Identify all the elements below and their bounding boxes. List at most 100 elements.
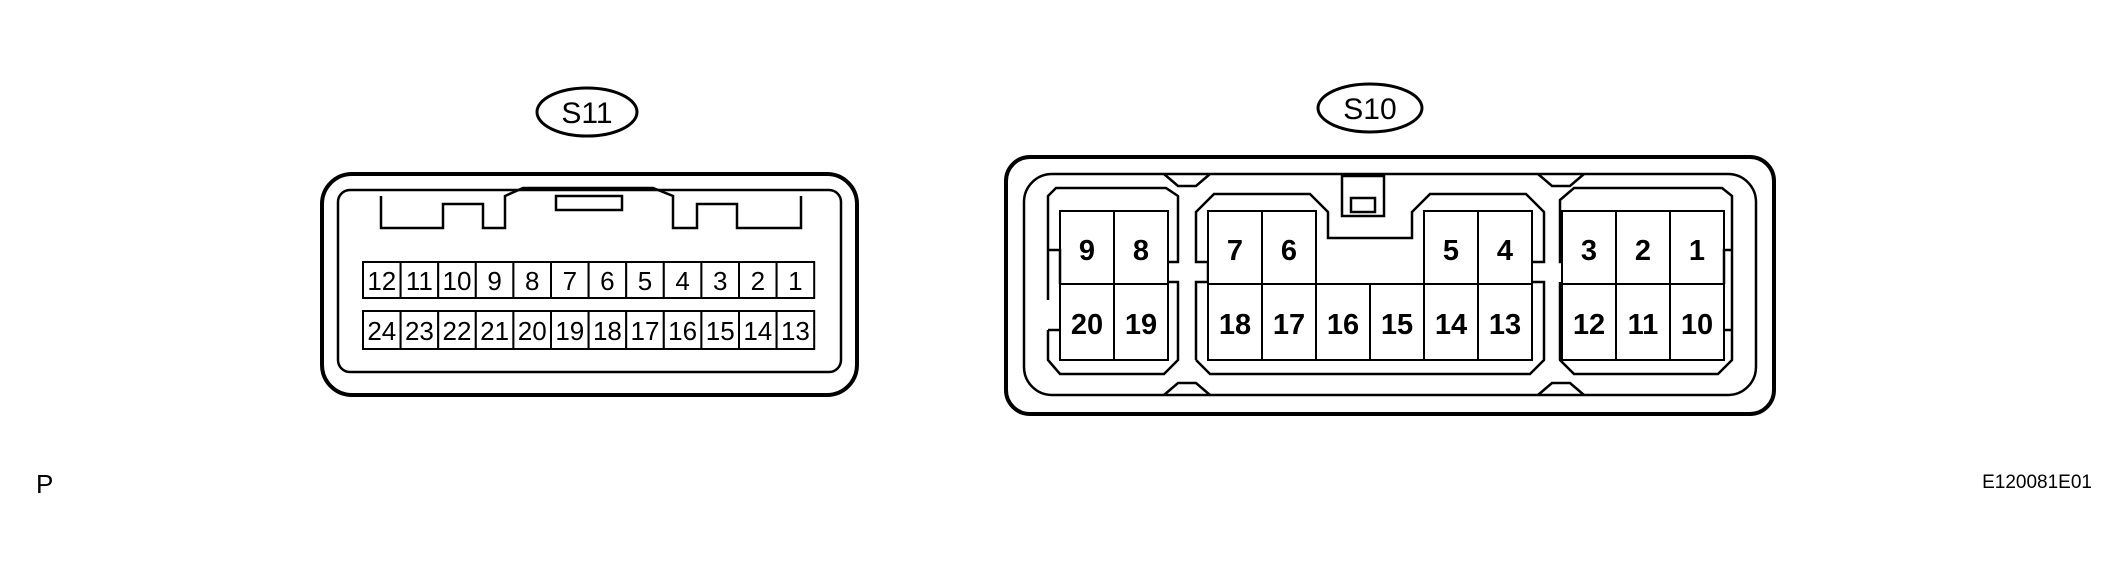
svg-text:20: 20 [1071, 309, 1103, 341]
pin-s11-21: 21 [474, 310, 515, 350]
svg-text:12: 12 [367, 266, 396, 296]
pin-s10-10: 10 [1669, 283, 1725, 361]
svg-text:5: 5 [638, 266, 652, 296]
svg-text:18: 18 [593, 316, 622, 346]
svg-text:15: 15 [706, 316, 735, 346]
svg-text:23: 23 [405, 316, 434, 346]
pin-s10-8: 8 [1113, 210, 1169, 285]
svg-text:8: 8 [525, 266, 539, 296]
svg-text:1: 1 [788, 266, 802, 296]
svg-text:15: 15 [1381, 309, 1413, 341]
svg-text:13: 13 [1489, 309, 1521, 341]
pin-s10-18: 18 [1207, 283, 1263, 361]
s10-housing-outer [1004, 155, 1776, 416]
s11-key-profile [379, 186, 803, 230]
svg-text:14: 14 [743, 316, 772, 346]
pin-s10-17: 17 [1261, 283, 1317, 361]
pin-s11-22: 22 [437, 310, 477, 350]
svg-text:11: 11 [406, 266, 433, 296]
pin-s11-4: 4 [662, 261, 703, 299]
pin-s10-9: 9 [1059, 210, 1115, 285]
svg-text:11: 11 [1628, 309, 1659, 341]
s11-label-ellipse [535, 86, 639, 138]
svg-text:16: 16 [1327, 309, 1359, 341]
pin-s10-2: 2 [1615, 210, 1671, 285]
pin-s11-23: 23 [399, 310, 440, 350]
pin-s10-12: 12 [1561, 283, 1617, 361]
figure-id: E120081E01 [1982, 472, 2092, 493]
pin-s11-6: 6 [587, 261, 628, 299]
pin-s10-20: 20 [1059, 283, 1115, 361]
svg-text:14: 14 [1435, 309, 1467, 341]
pin-s10-16: 16 [1315, 283, 1371, 361]
pin-s11-20: 20 [512, 310, 553, 350]
pin-s11-3: 3 [700, 261, 741, 299]
svg-text:6: 6 [600, 266, 614, 296]
svg-text:24: 24 [367, 316, 396, 346]
s11-housing-outer [320, 172, 859, 397]
s10-key [1340, 174, 1386, 218]
svg-text:22: 22 [443, 316, 472, 346]
pin-s11-2: 2 [738, 261, 778, 299]
svg-text:4: 4 [1497, 235, 1513, 267]
svg-text:8: 8 [1133, 235, 1149, 267]
svg-text:9: 9 [1079, 235, 1095, 267]
svg-text:1: 1 [1689, 235, 1705, 267]
s10-label-ellipse [1316, 82, 1424, 134]
svg-text:3: 3 [1581, 235, 1597, 267]
pin-s11-7: 7 [550, 261, 590, 299]
pin-s11-14: 14 [738, 310, 778, 350]
pin-s11-17: 17 [625, 310, 665, 350]
pin-s10-19: 19 [1113, 283, 1169, 361]
pin-s10-7: 7 [1207, 210, 1263, 285]
s11-latch [554, 194, 624, 212]
s10-top-row: 9 8 7 6 5 4 3 2 1 [1059, 210, 1725, 285]
pin-s11-24: 24 [362, 310, 402, 350]
svg-text:2: 2 [1635, 235, 1651, 267]
pin-s10-1: 1 [1669, 210, 1725, 285]
svg-text:20: 20 [518, 316, 547, 346]
pin-s10-5: 5 [1423, 210, 1479, 285]
pin-s11-5: 5 [625, 261, 665, 299]
svg-text:6: 6 [1281, 235, 1297, 267]
svg-text:3: 3 [713, 266, 727, 296]
s10-bottom-row: 20 19 18 17 16 15 14 13 12 11 10 [1059, 283, 1725, 361]
s11-top-row: 12 11 10 9 8 7 6 5 4 3 2 1 [362, 261, 816, 299]
connector-s11: S11 12 11 10 9 8 7 6 5 4 3 2 1 24 23 22 … [320, 86, 859, 397]
svg-text:9: 9 [487, 266, 501, 296]
pin-s10-11: 11 [1615, 283, 1671, 361]
svg-text:16: 16 [668, 316, 697, 346]
s10-side-tabs [1048, 248, 1732, 332]
s10-label: S10 [1343, 93, 1396, 126]
pin-s11-1: 1 [775, 261, 816, 299]
svg-text:18: 18 [1219, 309, 1251, 341]
svg-text:7: 7 [563, 266, 577, 296]
svg-text:4: 4 [675, 266, 689, 296]
svg-text:17: 17 [631, 316, 660, 346]
corner-letter: P [36, 469, 53, 499]
svg-text:7: 7 [1227, 235, 1243, 267]
pin-s11-19: 19 [550, 310, 590, 350]
pin-s11-11: 11 [399, 261, 440, 299]
svg-text:5: 5 [1443, 235, 1459, 267]
s10-inner-details [1163, 173, 1585, 396]
pin-s10-14: 14 [1423, 283, 1479, 361]
svg-text:19: 19 [1125, 309, 1157, 341]
pin-s11-10: 10 [437, 261, 477, 299]
connector-s10: S10 9 8 7 6 5 4 3 2 1 [1004, 82, 1776, 416]
pin-s10-6: 6 [1261, 210, 1317, 285]
pin-s10-13: 13 [1477, 283, 1533, 361]
pin-s11-9: 9 [474, 261, 515, 299]
svg-text:10: 10 [443, 266, 472, 296]
svg-text:2: 2 [751, 266, 765, 296]
s11-bottom-row: 24 23 22 21 20 19 18 17 16 15 14 13 [362, 310, 816, 350]
svg-text:12: 12 [1573, 309, 1605, 341]
pin-s11-16: 16 [662, 310, 703, 350]
svg-text:19: 19 [555, 316, 584, 346]
s11-housing-inner [336, 188, 843, 374]
svg-text:17: 17 [1273, 309, 1305, 341]
pin-s10-3: 3 [1561, 210, 1617, 285]
pin-s10-15: 15 [1369, 283, 1425, 361]
pin-s11-18: 18 [587, 310, 628, 350]
